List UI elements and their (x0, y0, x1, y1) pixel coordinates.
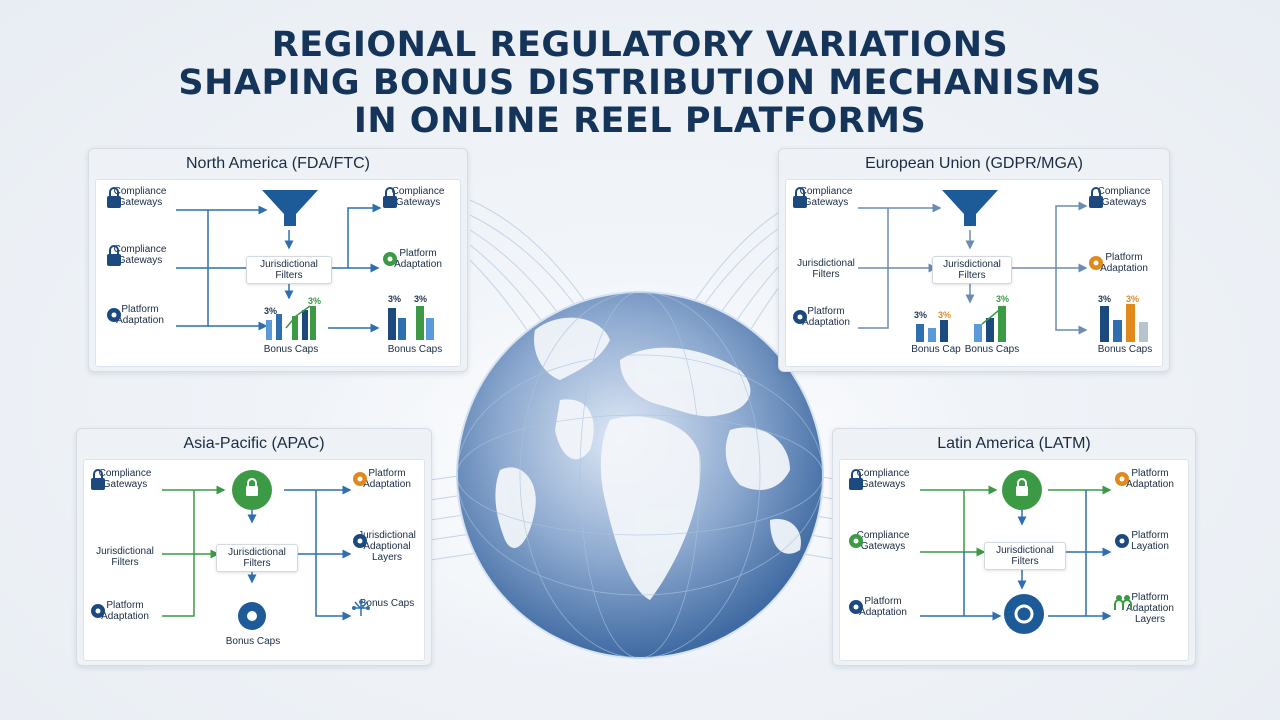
panel-title: European Union (GDPR/MGA) (865, 155, 1083, 172)
panel-diagram: Compliance Gateways Compliance Gateways … (839, 459, 1189, 661)
lock-icon (793, 187, 807, 208)
percent-label: 3% (996, 294, 1010, 304)
gear-icon (1089, 256, 1103, 270)
platform-layer-node: Platform Layation (1112, 530, 1188, 552)
compliance-gateway-node: Compliance Gateways (380, 186, 456, 208)
gear-icon (849, 534, 863, 548)
jurisdictional-filter-node: Jurisdictional Filters (96, 546, 154, 568)
jurisdictional-filter-box: Jurisdictional Filters (216, 544, 298, 572)
platform-adaptation-node: Platform Adaptation (88, 600, 162, 622)
compliance-gateway-node: Compliance Gateways (104, 186, 176, 208)
title-line-2: SHAPING BONUS DISTRIBUTION MECHANISMS (178, 63, 1102, 103)
gear-icon (353, 472, 367, 486)
gear-icon (793, 310, 807, 324)
gear-icon (353, 534, 367, 548)
bar-chart-icon (916, 320, 948, 342)
percent-label: 3% (388, 294, 402, 304)
gear-icon (238, 602, 266, 630)
platform-adaptation-node: Platform Adaptation (790, 306, 862, 328)
panel-latin-america: Latin America (LATM) (832, 428, 1196, 666)
gear-icon (383, 252, 397, 266)
network-icon (352, 600, 370, 616)
bonus-caps-label: Bonus Caps (225, 636, 281, 647)
gear-icon (91, 604, 105, 618)
funnel-icon (262, 190, 318, 226)
jurisdictional-filter-box: Jurisdictional Filters (246, 256, 332, 284)
gear-icon (849, 600, 863, 614)
gear-icon (1115, 472, 1129, 486)
bar-chart-icon (388, 306, 434, 340)
panel-asia-pacific: Asia-Pacific (APAC) (76, 428, 432, 666)
bonus-caps-label: Bonus Caps (263, 344, 319, 355)
platform-adaptation-node: Platform Adaptation (104, 304, 176, 326)
adaptation-layers-node: Platform Adaptation Layers (1112, 592, 1188, 625)
panel-european-union: European Union (GDPR/MGA) (778, 148, 1170, 372)
gear-icon (107, 308, 121, 322)
panel-north-america: North America (FDA/FTC) (88, 148, 468, 372)
panel-diagram: Compliance Gateways Compliance Gateways … (95, 179, 461, 367)
lock-icon (107, 187, 121, 208)
flow-arrows (858, 190, 1148, 342)
flow-arrows (920, 470, 1112, 634)
percent-label: 3% (308, 296, 322, 306)
lock-icon (91, 469, 105, 490)
bonus-caps-label: Bonus Caps (964, 344, 1020, 355)
jurisdictional-filter-node: Jurisdictional Filters (797, 258, 855, 280)
page-title: REGIONAL REGULATORY VARIATIONS SHAPING B… (0, 26, 1280, 140)
compliance-gateway-node: Compliance Gateways (846, 468, 920, 490)
people-network-icon (1114, 595, 1132, 610)
bonus-caps-node: Bonus Caps (350, 598, 424, 616)
compliance-gateway-node: Compliance Gateways (1086, 186, 1162, 208)
panel-title: North America (FDA/FTC) (185, 155, 370, 172)
panel-title: Asia-Pacific (APAC) (183, 435, 325, 452)
platform-adaptation-node: Platform Adaptation (846, 596, 920, 618)
lock-icon (849, 469, 863, 490)
bonus-caps-label: Bonus Caps (1097, 344, 1153, 355)
jurisdictional-filter-box: Jurisdictional Filters (984, 542, 1066, 570)
bonus-cap-label: Bonus Cap (911, 344, 961, 355)
lock-icon (107, 245, 121, 266)
flow-arrows (162, 470, 352, 630)
percent-label: 3% (414, 294, 428, 304)
lock-icon (1089, 187, 1103, 208)
gear-icon (1004, 594, 1044, 634)
funnel-icon (942, 190, 998, 226)
jurisdictional-filter-box: Jurisdictional Filters (932, 256, 1012, 284)
panel-diagram: Compliance Gateways Jurisdictional Filte… (83, 459, 425, 661)
title-line-1: REGIONAL REGULATORY VARIATIONS (271, 25, 1009, 65)
panel-title: Latin America (LATM) (937, 435, 1091, 452)
platform-adaptation-node: Platform Adaptation (1112, 468, 1188, 490)
percent-label: 3% (1098, 294, 1112, 304)
flow-arrows (176, 190, 434, 340)
percent-label: 3% (1126, 294, 1140, 304)
percent-label: 3% (264, 306, 278, 316)
platform-adaptation-node: Platform Adaptation (350, 468, 424, 490)
percent-label: 3% (938, 310, 952, 320)
platform-adaptation-node: Platform Adaptation (1086, 252, 1162, 274)
lock-icon (383, 187, 397, 208)
adaptation-layers-node: Jurisdictional Adaptional Layers (350, 530, 424, 563)
bar-chart-icon (266, 305, 316, 340)
compliance-gateway-node: Compliance Gateways (790, 186, 862, 208)
bar-chart-icon (974, 305, 1006, 342)
title-line-3: IN ONLINE REEL PLATFORMS (353, 101, 927, 141)
bar-chart-icon (1100, 304, 1148, 342)
panel-diagram: Compliance Gateways Jurisdictional Filte… (785, 179, 1163, 367)
bonus-caps-label: Bonus Caps (387, 344, 443, 355)
platform-adaptation-node: Platform Adaptation (380, 248, 456, 270)
compliance-gateway-node: Compliance Gateways (104, 244, 176, 266)
compliance-gateway-node: Compliance Gateways (88, 468, 162, 490)
percent-label: 3% (914, 310, 928, 320)
gear-icon (1115, 534, 1129, 548)
compliance-gateway-node: Compliance Gateways (846, 530, 920, 552)
